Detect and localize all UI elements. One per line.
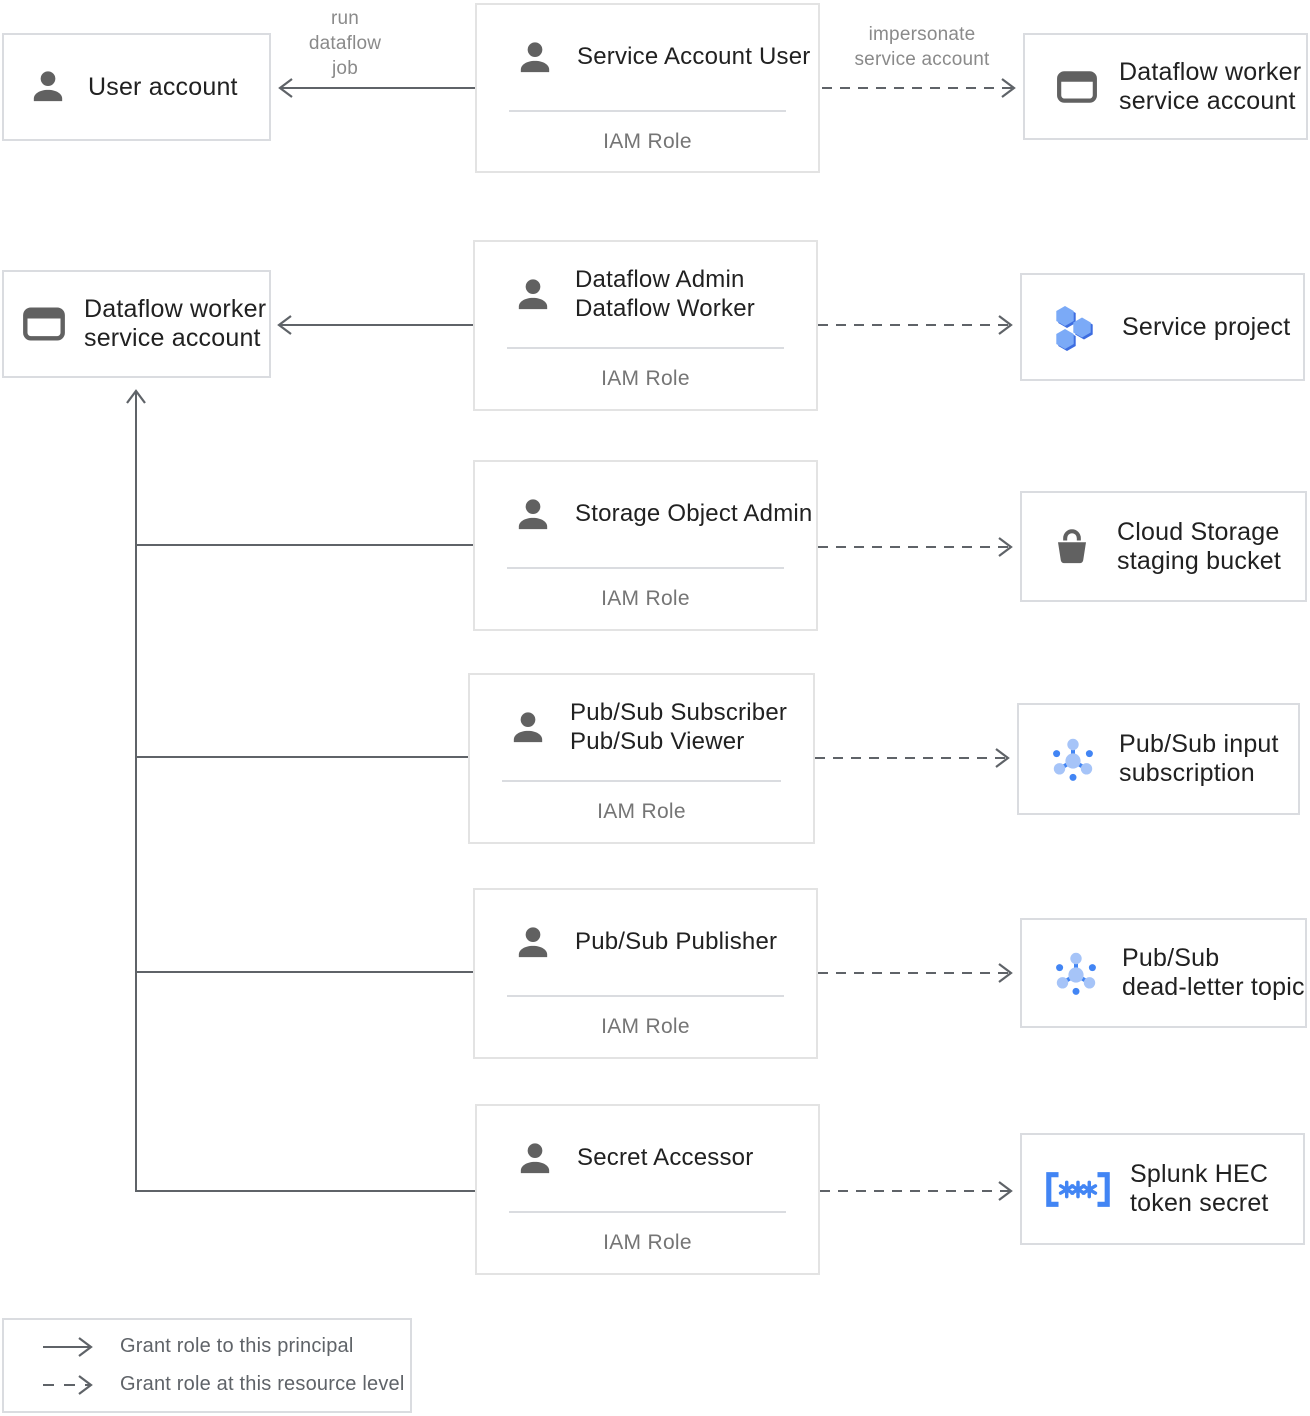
secret-brackets-icon (1041, 1169, 1115, 1210)
node-dataflow-worker-service-account-left: Dataflow worker service account (2, 270, 271, 378)
legend-label: Grant role to this principal (120, 1335, 354, 1357)
divider (507, 347, 784, 349)
role-box-service-account-user: Service Account User IAM Role (475, 3, 820, 173)
iam-role-label: IAM Role (601, 367, 690, 390)
iam-role-label: IAM Role (601, 1015, 690, 1038)
node-user-account: User account (2, 33, 271, 141)
node-pubsub-dead-letter-topic: Pub/Sub dead-letter topic (1020, 918, 1307, 1028)
iam-role-label: IAM Role (597, 800, 686, 823)
legend-label: Grant role at this resource level (120, 1373, 405, 1395)
dashed-arrow-icon (43, 1374, 93, 1395)
node-label: Pub/Sub dead-letter topic (1122, 944, 1305, 1001)
node-label: Splunk HEC token secret (1130, 1160, 1269, 1217)
node-dataflow-worker-service-account-top: Dataflow worker service account (1023, 33, 1308, 140)
edge-label-run-dataflow-job: run dataflow job (308, 8, 382, 79)
role-title: Pub/Sub Subscriber Pub/Sub Viewer (570, 699, 788, 755)
edge-label-impersonate-service-account: impersonate service account (854, 24, 990, 70)
divider (507, 995, 784, 997)
role-title: Storage Object Admin (575, 500, 813, 528)
storage-bucket-icon (1051, 526, 1093, 568)
divider (507, 567, 784, 569)
pubsub-icon (1052, 949, 1100, 997)
iam-role-label: IAM Role (603, 129, 692, 153)
project-hexagons-icon (1050, 303, 1098, 351)
pubsub-icon (1049, 735, 1097, 783)
divider (502, 780, 781, 782)
role-box-dataflow-admin-worker: Dataflow Admin Dataflow Worker IAM Role (473, 240, 818, 411)
person-icon (513, 923, 553, 963)
legend-item-dashed: Grant role at this resource level (40, 1373, 410, 1396)
legend-item-solid: Grant role to this principal (40, 1335, 410, 1358)
person-icon (515, 38, 555, 78)
node-pubsub-input-subscription: Pub/Sub input subscription (1017, 703, 1300, 815)
person-icon (508, 708, 548, 748)
node-service-project: Service project (1020, 273, 1305, 381)
service-account-card-icon (1056, 69, 1098, 105)
person-icon (513, 275, 553, 315)
person-icon (28, 67, 68, 107)
node-label: Cloud Storage staging bucket (1117, 517, 1282, 575)
iam-role-label: IAM Role (601, 587, 690, 610)
node-splunk-hec-token-secret: Splunk HEC token secret (1020, 1133, 1305, 1245)
solid-arrow-icon (43, 1336, 93, 1357)
divider (509, 1211, 786, 1213)
role-title: Secret Accessor (577, 1144, 754, 1172)
divider (509, 110, 786, 112)
role-box-pubsub-subscriber-viewer: Pub/Sub Subscriber Pub/Sub Viewer IAM Ro… (468, 673, 815, 844)
role-box-pubsub-publisher: Pub/Sub Publisher IAM Role (473, 888, 818, 1059)
legend: Grant role to this principal Grant role … (2, 1318, 412, 1413)
person-icon (515, 1139, 555, 1179)
node-label: Service project (1122, 312, 1291, 341)
node-cloud-storage-staging-bucket: Cloud Storage staging bucket (1020, 491, 1307, 602)
node-label: Pub/Sub input subscription (1119, 730, 1279, 787)
iam-role-label: IAM Role (603, 1231, 692, 1254)
role-title: Dataflow Admin Dataflow Worker (575, 266, 755, 322)
node-label: Dataflow worker service account (1119, 57, 1302, 115)
node-label: Dataflow worker service account (84, 295, 267, 352)
role-title: Pub/Sub Publisher (575, 928, 778, 956)
role-title: Service Account User (577, 43, 811, 71)
person-icon (513, 495, 553, 535)
node-label: User account (88, 72, 238, 101)
role-box-storage-object-admin: Storage Object Admin IAM Role (473, 460, 818, 631)
service-account-card-icon (22, 305, 66, 343)
role-box-secret-accessor: Secret Accessor IAM Role (475, 1104, 820, 1275)
